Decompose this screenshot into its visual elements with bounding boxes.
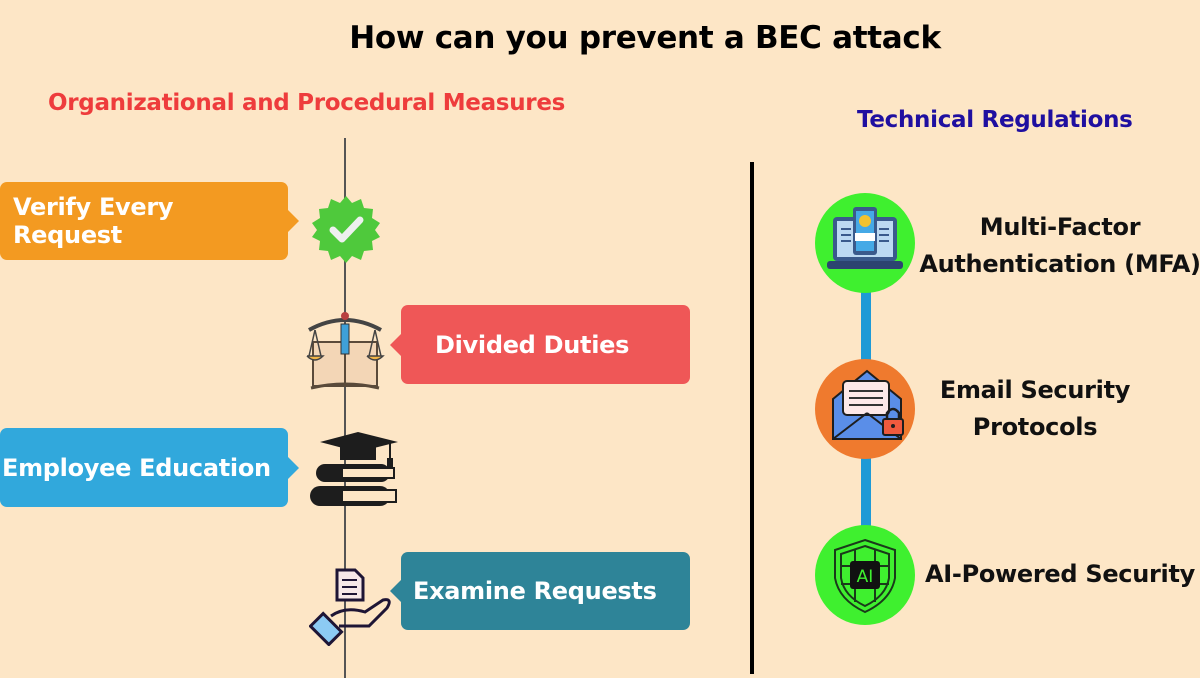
organizational-heading: Organizational and Procedural Measures	[48, 90, 566, 116]
employee-education-box: Employee Education	[0, 428, 299, 507]
mfa-label: Multi-Factor Authentication (MFA)	[915, 209, 1200, 283]
page-title: How can you prevent a BEC attack	[349, 20, 941, 56]
technical-heading: Technical Regulations	[857, 107, 1133, 133]
examine-requests-box: Examine Requests	[390, 552, 690, 630]
graduation-books-icon	[310, 432, 398, 506]
hand-document-icon	[309, 568, 391, 646]
ai-shield-icon: AI	[834, 538, 896, 614]
divided-duties-box: Divided Duties	[390, 305, 690, 384]
email-security-label-line1: Email Security	[939, 376, 1131, 404]
mfa-label-line1: Multi-Factor	[979, 213, 1141, 241]
section-divider	[750, 162, 754, 674]
verified-badge-icon	[312, 196, 380, 263]
mfa-label-line2: Authentication (MFA)	[919, 250, 1200, 278]
verify-every-request-box: Verify Every Request	[0, 182, 299, 260]
ai-chip-text: AI	[857, 567, 874, 587]
ai-security-label: AI-Powered Security	[925, 560, 1195, 588]
email-security-label: Email Security Protocols	[890, 372, 1180, 446]
laptop-mfa-icon	[827, 207, 903, 269]
employee-education-label: Employee Education	[2, 453, 271, 482]
scales-book-icon	[306, 312, 385, 390]
examine-requests-label: Examine Requests	[413, 577, 657, 605]
timeline-line	[344, 138, 346, 678]
envelope-lock-icon	[832, 369, 904, 440]
verify-every-request-label: Verify Every Request	[13, 193, 174, 249]
divided-duties-label: Divided Duties	[435, 330, 630, 359]
email-security-label-line2: Protocols	[972, 413, 1098, 441]
